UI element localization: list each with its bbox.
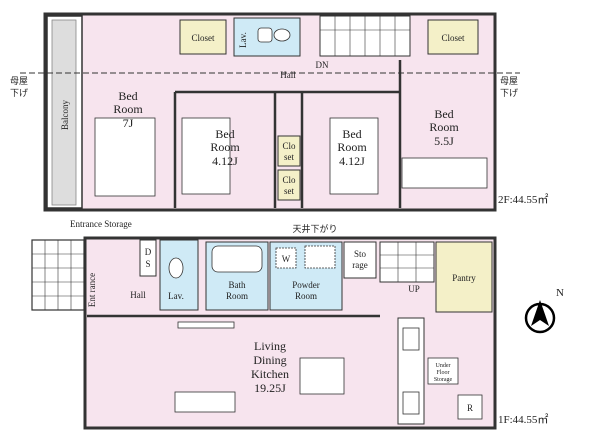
ceiling-left-2: 下げ [10,88,28,98]
floor2-area: 2F:44.55㎡ [498,193,548,206]
bed2-size: 4.12J [212,154,238,168]
bathtub-icon [211,245,263,273]
sink-icon [304,245,336,269]
clo1-l1: Clo [282,141,296,151]
ufs-3: Storage [434,377,453,383]
pantry [435,241,493,313]
bath-l1: Bath [229,280,246,290]
ds-2: S [145,259,150,269]
sofa-icon [174,391,236,413]
bed1-l2: Room [113,102,143,116]
pantry-label: Pantry [452,273,476,283]
w-label: W [282,254,291,264]
clo1-l2: set [284,152,294,162]
ufs-1: Under [436,363,451,369]
closet-mid-1 [277,135,301,167]
ufs-2: Floor [436,370,449,376]
entrance-storage-label: Entrance Storage [70,219,132,229]
floor-2: Balcony Closet Closet Lav. DN 母屋 下げ 母屋 下… [10,12,548,212]
floor-1: Entrance Storage Ent rance D S Hall Lav.… [31,219,548,430]
storage-l2: rage [352,260,368,270]
storage [343,241,377,279]
floor1-area: 1F:44.55㎡ [498,413,548,426]
toilet-icon [273,28,291,42]
compass-icon: N [524,287,564,334]
bed4-l2: Room [429,120,459,134]
ceiling-right-2: 下げ [500,88,518,98]
dn-label: DN [316,60,329,70]
sink-icon [257,27,273,43]
powder-l1: Powder [292,280,320,290]
closet-mid-2 [277,169,301,201]
tv-board-icon [177,321,235,329]
up-label: UP [408,284,420,294]
bed-icon [329,117,379,195]
ldk-l3: Kitchen [251,367,289,381]
bed4-size: 5.5J [434,134,454,148]
toilet-icon [168,257,184,279]
closet-right [427,19,479,55]
stove-icon [402,391,420,415]
lav-2f-label: Lav. [238,32,248,48]
storage-l1: Sto [354,249,367,259]
clo2-l2: set [284,186,294,196]
hall-1f-label: Hall [130,290,146,300]
powder-l2: Room [295,291,317,301]
bed-icon [401,157,488,189]
porch-tiles [31,239,85,311]
r-label: R [467,403,473,413]
bed2-l1: Bed [215,127,234,141]
sink-icon [402,327,420,351]
stairs-1f [379,241,435,283]
bed1-l1: Bed [118,89,137,103]
lav-1f-label: Lav. [168,291,184,301]
bed-icon [181,117,231,195]
bed-icon [94,117,156,197]
compass-label: N [556,287,564,299]
closet-right-label: Closet [441,33,465,43]
ldk-l2: Dining [253,353,286,367]
bed3-l2: Room [337,140,367,154]
closet-left-label: Closet [191,33,215,43]
bed3-l1: Bed [342,127,361,141]
ds-1: D [145,247,152,257]
under-floor-storage [427,357,459,385]
dining-table-icon [299,357,345,395]
bed1-size: 7J [123,116,134,130]
ceiling-note: 天井下がり [292,223,337,234]
balcony-label: Balcony [60,100,70,130]
porch-label: Ent rance [87,273,97,307]
ldk-l1: Living [254,339,286,353]
bed4-l1: Bed [434,107,453,121]
closet-left [179,19,227,55]
balcony-floor [51,19,77,206]
ldk-size: 19.25J [254,381,286,395]
bed2-l2: Room [210,140,240,154]
stairs-2f [319,15,411,57]
bath-l2: Room [226,291,248,301]
ceiling-left-1: 母屋 [10,76,28,86]
ceiling-right-1: 母屋 [500,76,518,86]
ds-box [139,239,157,277]
clo2-l1: Clo [282,175,296,185]
bed3-size: 4.12J [339,154,365,168]
hall-2f-label: Hall [280,70,296,80]
refrigerator-space [457,394,483,420]
washer-icon [275,247,297,269]
